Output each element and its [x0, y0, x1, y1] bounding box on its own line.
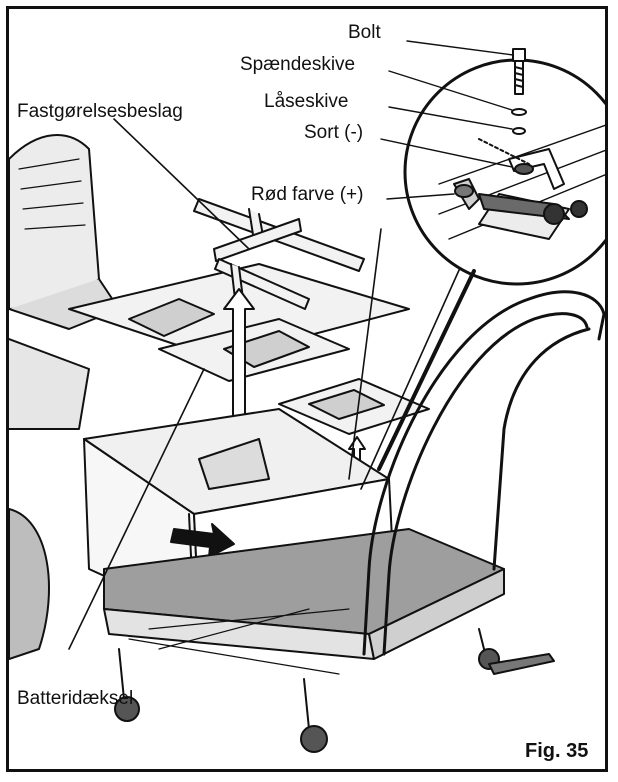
label-black-negative: Sort (-) [304, 122, 364, 143]
tractor-wheel-graphic [9, 508, 50, 660]
slide-arrow-graphic [170, 523, 235, 558]
label-red-positive: Rød farve (+) [251, 184, 364, 205]
label-washer: Spændeskive [240, 54, 356, 75]
hold-down-bracket-graphic [193, 198, 365, 310]
label-battery-cover: Batteridæksel [17, 688, 134, 709]
detail-magnifier-graphic [403, 48, 605, 286]
label-hold-down-bracket: Fastgørelsesbeslag [17, 101, 183, 122]
lift-cart-graphic [103, 528, 555, 753]
label-lock-washer: Låseskive [264, 91, 349, 112]
figure-caption: Fig. 35 [525, 740, 589, 762]
leader-lines [68, 118, 465, 650]
magnifier-connector [377, 269, 476, 471]
detail-leader-lines [380, 40, 514, 200]
tractor-seat-graphic [9, 134, 120, 430]
figure-frame: Bolt Spændeskive Låseskive Sort (-) Rød … [6, 6, 608, 772]
cart-handle-graphic [362, 290, 605, 656]
deck-plates-graphic [68, 263, 430, 435]
label-bolt: Bolt [348, 22, 381, 43]
battery-installation-illustration [9, 40, 605, 753]
